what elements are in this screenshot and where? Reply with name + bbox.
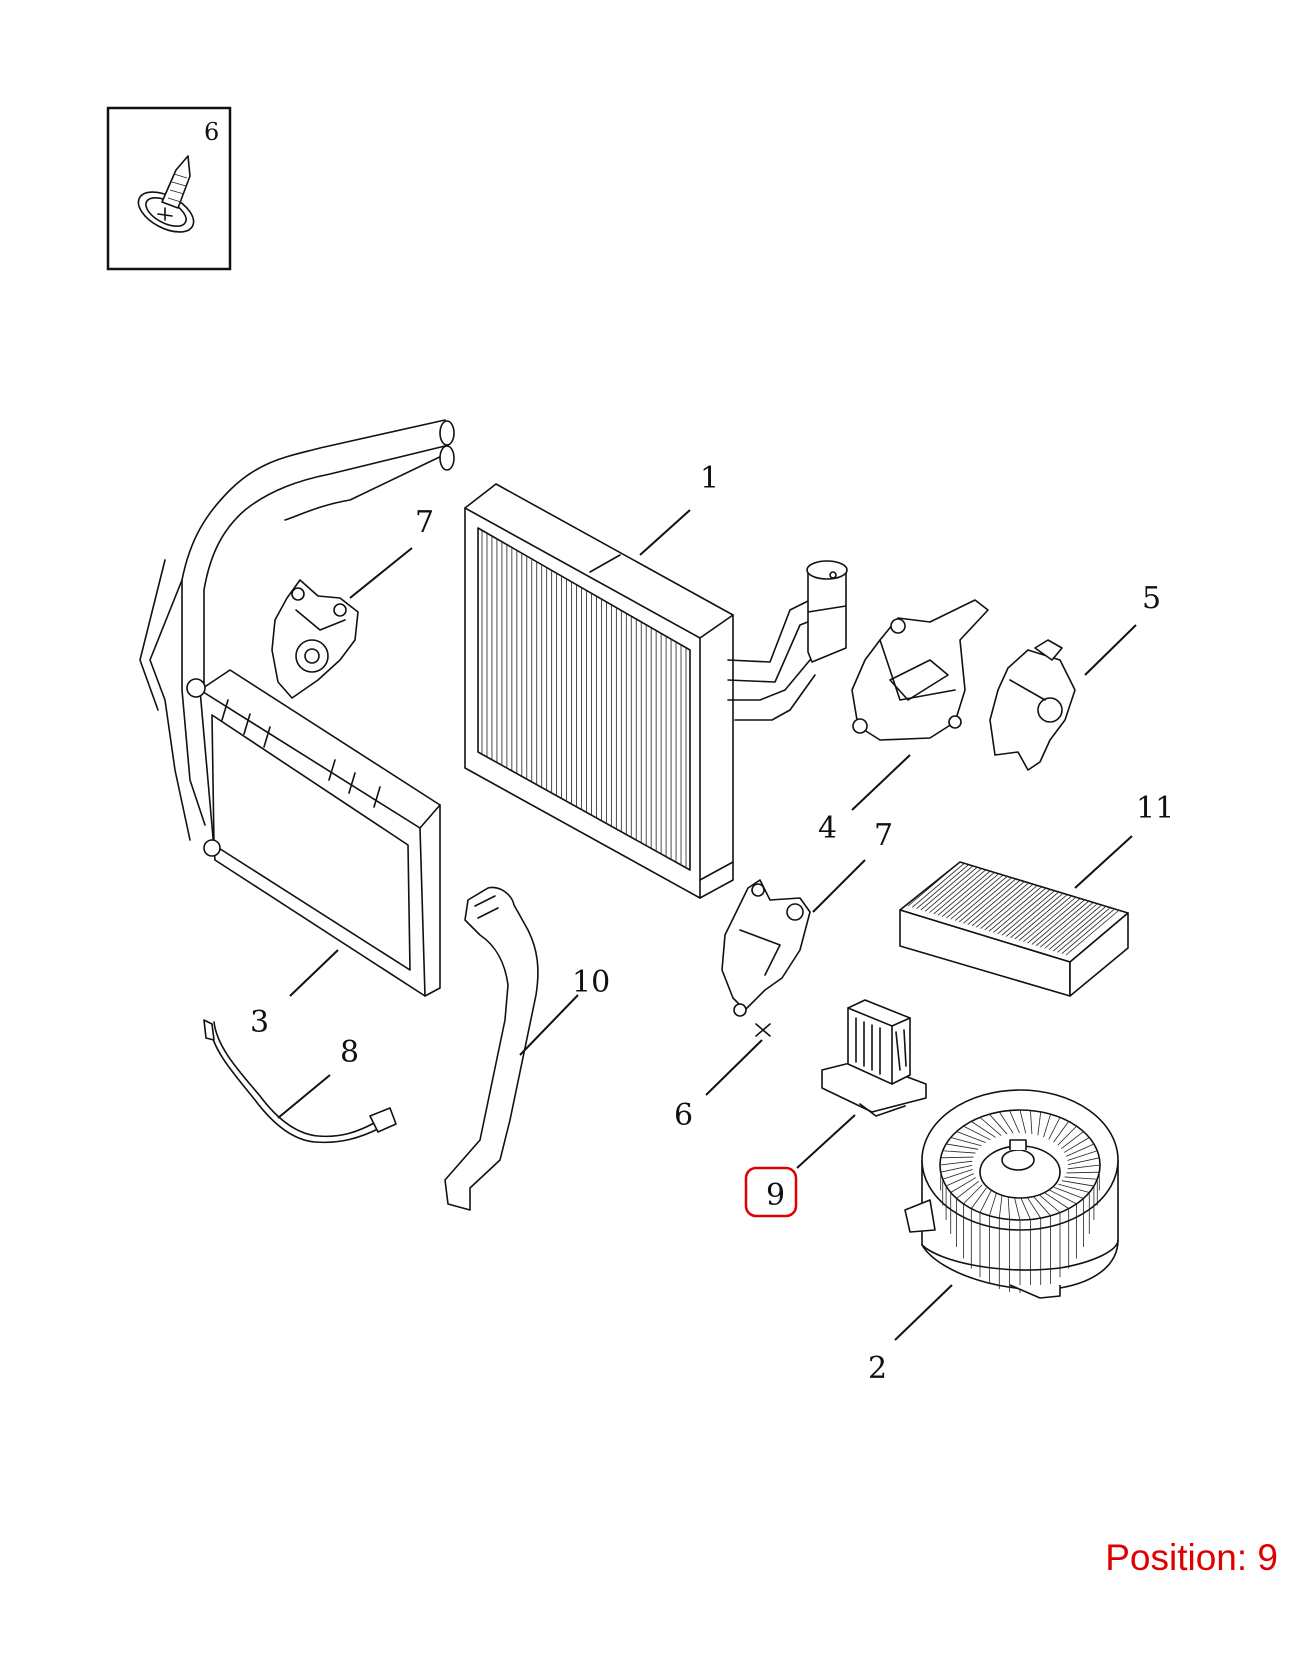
callout-2-blower-motor[interactable]: 2 [868,1351,887,1386]
callout-5-actuator[interactable]: 5 [1142,581,1161,616]
actuator-7-upper[interactable] [271,579,359,699]
callout-9-resistor[interactable]: 9 [766,1178,785,1213]
callout-6-screw[interactable]: 6 [674,1098,693,1133]
actuator-7-lower[interactable] [721,879,811,1017]
position-label: Position: 9 [1105,1537,1278,1578]
callout-7-actuator-upper[interactable]: 7 [415,505,434,540]
filter-pleats [907,861,1119,956]
callout-4-actuator[interactable]: 4 [818,811,837,846]
selected-position-highlight [744,1166,798,1218]
heater-pipes[interactable] [139,419,455,841]
actuator-4[interactable] [851,599,989,741]
inset-callout: 6 [204,118,219,146]
callout-1-evaporator[interactable]: 1 [700,461,719,496]
blower-blades [939,1109,1101,1293]
hose[interactable] [444,886,539,1211]
actuator-5[interactable] [989,639,1076,771]
temperature-sensor[interactable] [203,1019,397,1144]
screw-inset[interactable]: 6 [106,106,232,271]
callout-3-heater-core[interactable]: 3 [250,1005,269,1040]
blower-motor[interactable] [904,1089,1119,1299]
callout-8-sensor[interactable]: 8 [340,1035,359,1070]
callout-10-hose[interactable]: 10 [572,965,610,1000]
evaporator-fins [481,531,687,868]
blower-resistor[interactable] [821,999,927,1117]
cabin-filter[interactable] [899,861,1129,997]
heater-core[interactable] [186,669,441,997]
screw-position-mark [755,1023,771,1037]
screw-icon [137,155,195,233]
leader-lines [277,509,1137,1341]
callout-7-actuator-lower[interactable]: 7 [874,818,893,853]
callout-11-cabin-filter[interactable]: 11 [1136,791,1174,826]
evaporator-core[interactable] [464,483,848,899]
